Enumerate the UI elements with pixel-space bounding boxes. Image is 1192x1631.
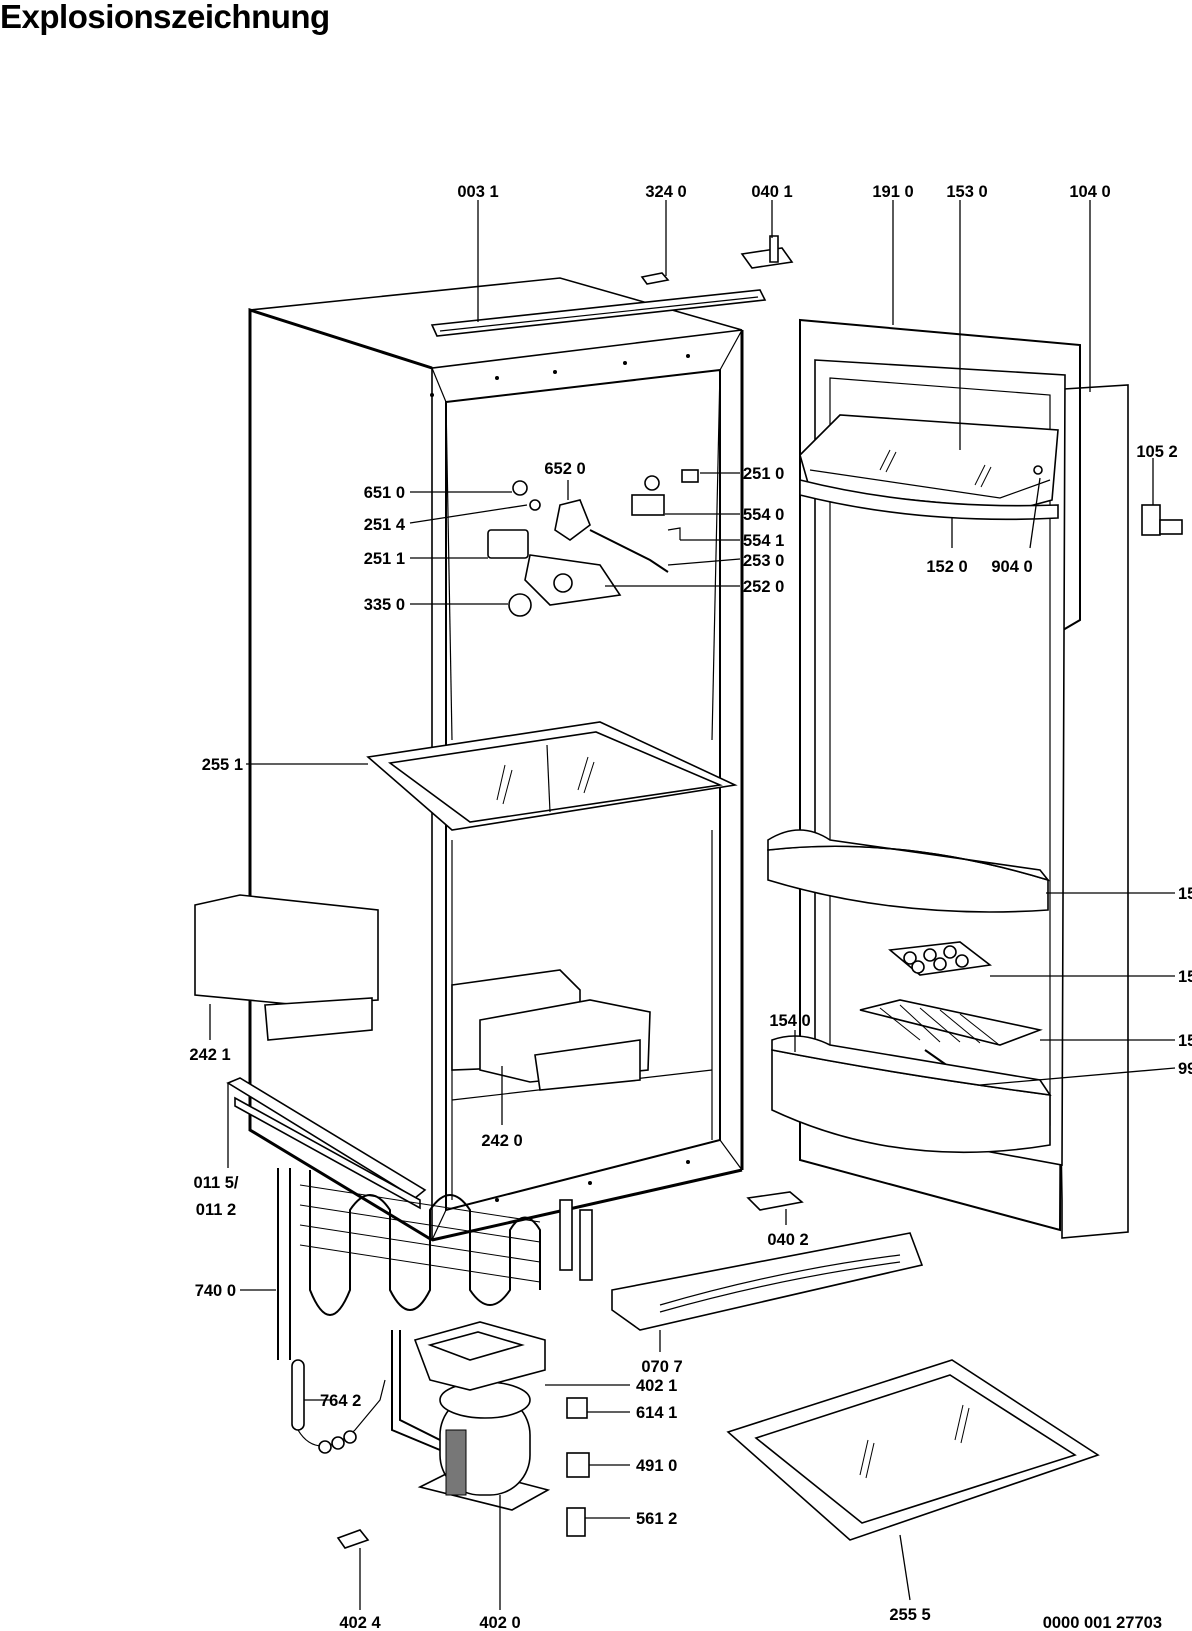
label-251-0: 251 0 bbox=[743, 465, 784, 483]
label-904-0: 904 0 bbox=[991, 558, 1032, 576]
label-011-5: 011 5/ bbox=[194, 1174, 239, 1192]
label-070-7: 070 7 bbox=[641, 1358, 682, 1376]
part-242-0-crisper bbox=[451, 969, 651, 1091]
electrical-parts bbox=[566, 1397, 590, 1537]
label-242-1: 242 1 bbox=[189, 1046, 230, 1064]
label-040-1: 040 1 bbox=[751, 183, 792, 201]
label-155-0: 155 0 bbox=[1178, 968, 1192, 986]
label-554-1: 554 1 bbox=[743, 532, 784, 550]
part-324-0-clip bbox=[640, 272, 670, 285]
label-105-2: 105 2 bbox=[1136, 443, 1177, 461]
label-764-2: 764 2 bbox=[320, 1392, 361, 1410]
label-554-0: 554 0 bbox=[743, 506, 784, 524]
label-335-0: 335 0 bbox=[364, 596, 405, 614]
label-652-0: 652 0 bbox=[544, 460, 585, 478]
label-153-0: 153 0 bbox=[946, 183, 987, 201]
part-402-0-compressor bbox=[391, 1330, 551, 1511]
part-011-5-bottom-rail bbox=[226, 1077, 427, 1210]
label-040-2: 040 2 bbox=[767, 1231, 808, 1249]
door-assembly bbox=[767, 318, 1129, 1239]
label-011-2: 011 2 bbox=[196, 1201, 236, 1219]
label-255-5: 255 5 bbox=[889, 1606, 930, 1624]
label-614-1: 614 1 bbox=[636, 1404, 677, 1422]
label-242-0: 242 0 bbox=[481, 1132, 522, 1150]
part-255-5-glass-shelf bbox=[726, 1359, 1100, 1541]
label-251-1: 251 1 bbox=[364, 550, 405, 568]
label-324-0: 324 0 bbox=[645, 183, 686, 201]
label-402-1: 402 1 bbox=[636, 1377, 677, 1395]
part-242-1-crisper bbox=[194, 894, 379, 1041]
part-040-1-hinge bbox=[740, 235, 794, 269]
label-153-3: 153 3 bbox=[1178, 885, 1192, 903]
label-152-0: 152 0 bbox=[926, 558, 967, 576]
part-255-1-glass-shelf bbox=[366, 721, 738, 831]
part-402-4-clip bbox=[336, 1529, 370, 1549]
label-003-1: 003 1 bbox=[457, 183, 498, 201]
label-104-0: 104 0 bbox=[1069, 183, 1110, 201]
drawing-number: 0000 001 27703 bbox=[1043, 1614, 1162, 1631]
page-title: Explosionszeichnung bbox=[0, 0, 330, 35]
leader-lines bbox=[209, 200, 1176, 1610]
label-251-4: 251 4 bbox=[364, 516, 406, 534]
label-255-1: 255 1 bbox=[202, 756, 243, 774]
label-491-0: 491 0 bbox=[636, 1457, 677, 1475]
label-252-0: 252 0 bbox=[743, 578, 784, 596]
label-253-0: 253 0 bbox=[743, 552, 784, 570]
label-561-2: 561 2 bbox=[636, 1510, 677, 1528]
label-154-1: 154 1 bbox=[1178, 1032, 1192, 1050]
control-panel-parts bbox=[487, 469, 699, 617]
label-402-4: 402 4 bbox=[339, 1614, 381, 1631]
label-740-0: 740 0 bbox=[195, 1282, 236, 1300]
label-651-0: 651 0 bbox=[364, 484, 405, 502]
part-105-2-hinge bbox=[1141, 504, 1183, 536]
part-402-1-bracket bbox=[413, 1321, 546, 1391]
part-070-7-plinth bbox=[611, 1232, 924, 1331]
label-993-2: 993 2 bbox=[1178, 1060, 1192, 1078]
part-labels: 003 1 324 0 040 1 191 0 153 0 104 0 105 … bbox=[189, 183, 1192, 1631]
part-764-2-capillary bbox=[291, 1359, 386, 1454]
label-191-0: 191 0 bbox=[872, 183, 913, 201]
part-003-1-top-rail bbox=[430, 289, 767, 337]
label-402-0: 402 0 bbox=[479, 1614, 520, 1631]
part-740-0-condenser bbox=[277, 1168, 593, 1360]
part-040-2-hinge bbox=[746, 1191, 804, 1211]
label-154-0: 154 0 bbox=[769, 1012, 810, 1030]
